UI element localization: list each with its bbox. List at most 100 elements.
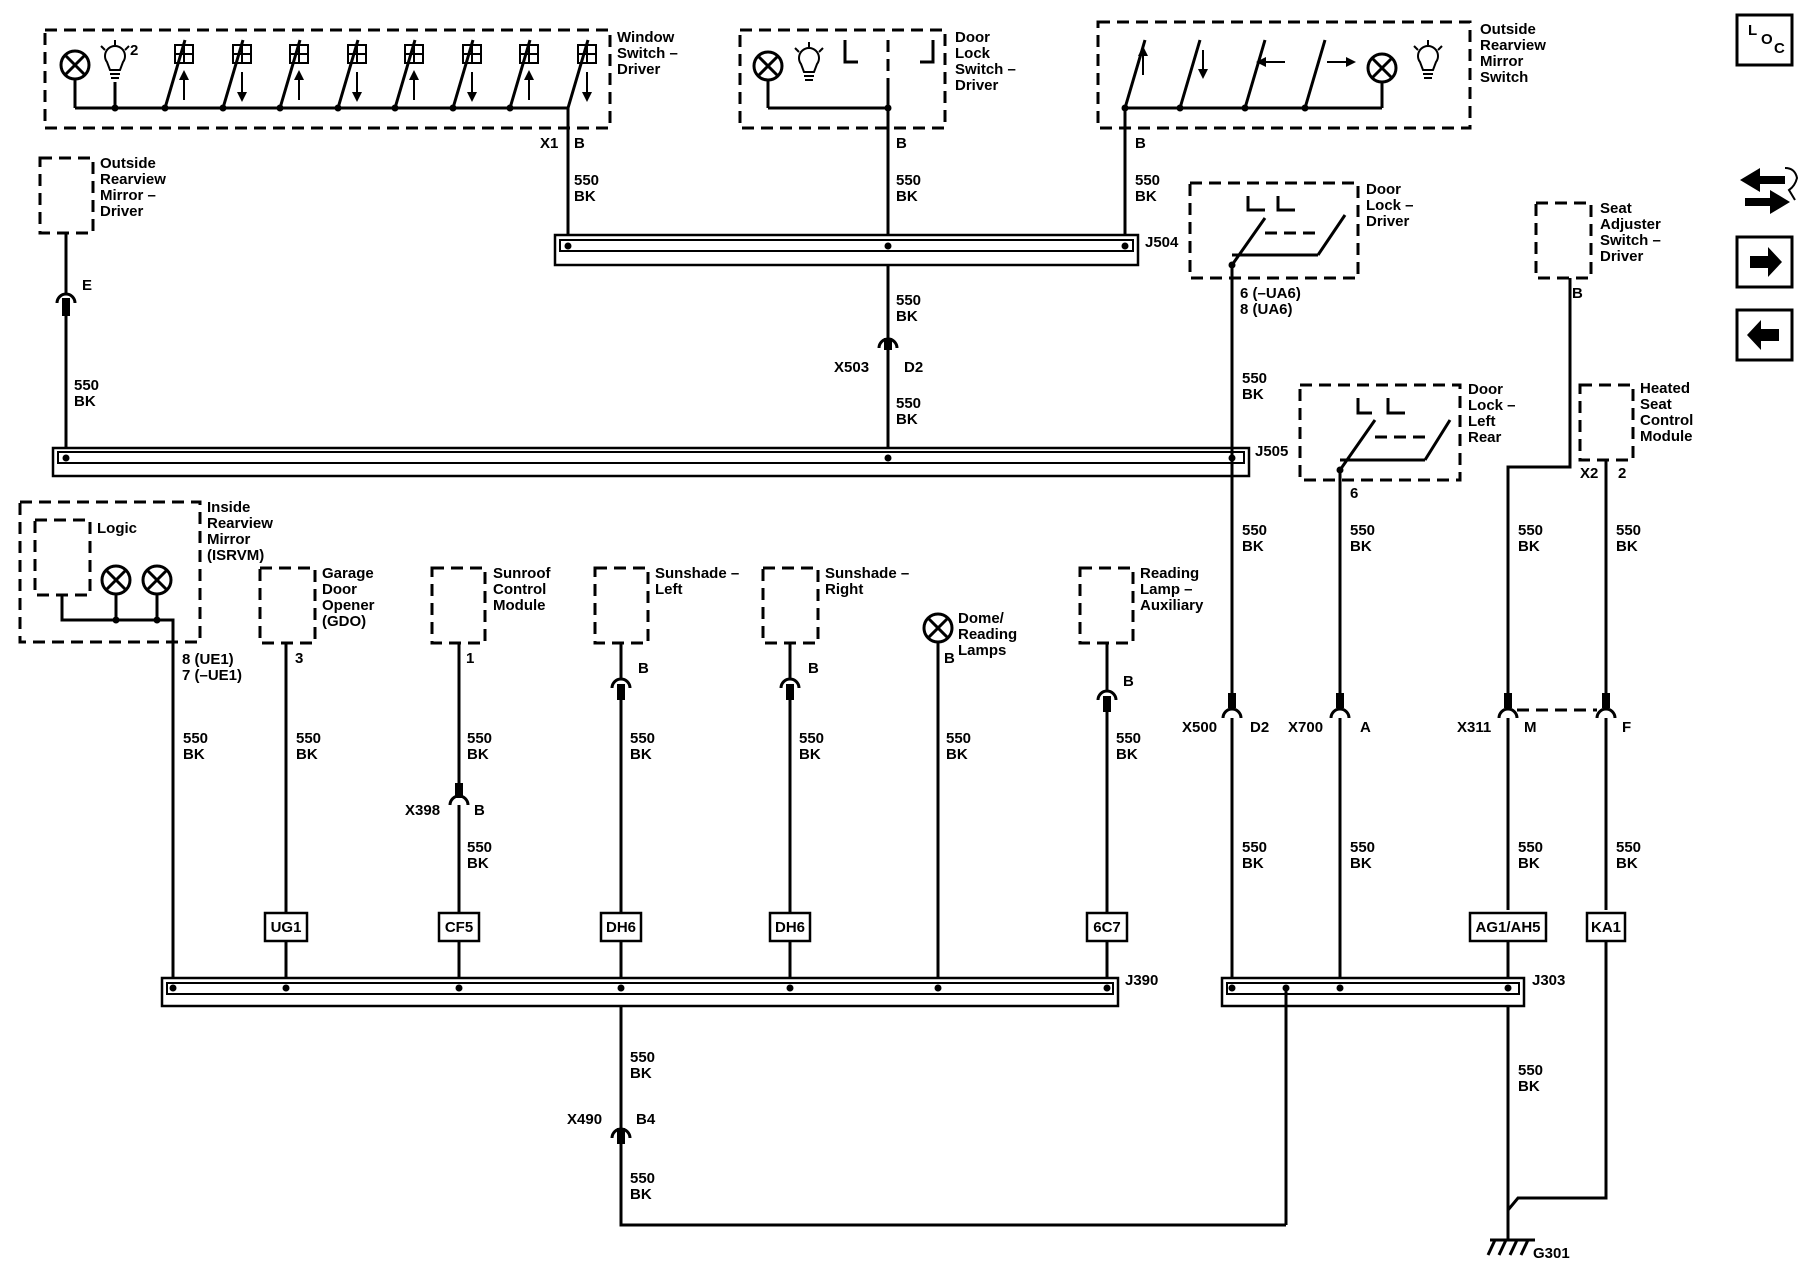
outside-mirror-switch: Outside Rearview Mirror Switch B	[1096, 20, 1550, 152]
svg-text:550: 550	[630, 1170, 655, 1187]
arrow-left-icon[interactable]	[1735, 308, 1794, 362]
svg-text:C: C	[1774, 40, 1785, 57]
svg-text:550: 550	[1135, 172, 1160, 189]
box-ug1: UG1	[263, 911, 309, 943]
svg-text:BK: BK	[946, 746, 968, 763]
svg-text:X500: X500	[1182, 719, 1217, 736]
svg-text:BK: BK	[574, 188, 596, 205]
svg-text:550: 550	[1616, 522, 1641, 539]
svg-text:CF5: CF5	[445, 919, 473, 936]
svg-text:B: B	[808, 660, 819, 677]
sunroof-label: Sunroof Control Module	[493, 565, 555, 614]
svg-text:BK: BK	[1616, 538, 1638, 555]
svg-text:BK: BK	[1518, 1078, 1540, 1095]
mirror-switch-pin: B	[1135, 135, 1146, 152]
wrench-arrow-icon[interactable]	[1740, 167, 1799, 214]
svg-text:550: 550	[183, 730, 208, 747]
svg-text:550: 550	[630, 730, 655, 747]
svg-text:D2: D2	[1250, 719, 1269, 736]
sunshade-right-connector	[779, 677, 801, 700]
seat-adjuster-switch: Seat Adjuster Switch – Driver B	[1534, 200, 1661, 302]
mirror-switch-label: Outside Rearview Mirror Switch	[1480, 21, 1550, 86]
sunshade-left-connector	[610, 677, 632, 700]
door-lock-driver-label: Door Lock – Driver	[1366, 181, 1418, 230]
svg-text:BK: BK	[896, 308, 918, 325]
bulb-icon	[794, 42, 824, 81]
svg-text:Logic: Logic	[97, 520, 137, 537]
door-lock-switch-label: Door Lock Switch – Driver	[955, 29, 1020, 94]
bulb-icon	[1413, 40, 1443, 79]
connector-x311: X311 M F	[1457, 693, 1631, 736]
sunroof-control-module: Sunroof Control Module 1	[430, 565, 555, 667]
svg-text:B: B	[1123, 673, 1134, 690]
svg-text:X311: X311	[1457, 719, 1491, 736]
reading-aux-connector	[1096, 689, 1118, 712]
sunshade-left: Sunshade – Left B	[593, 565, 743, 677]
connector-x500: X500 D2	[1182, 693, 1269, 736]
svg-text:550: 550	[1350, 839, 1375, 856]
splice-j504: J504	[553, 233, 1179, 267]
splice-j303: J303	[1220, 972, 1565, 1008]
window-pin-label: B	[574, 135, 585, 152]
connector-x503: X503 D2	[834, 337, 923, 376]
window-bus-dots	[111, 104, 514, 112]
svg-text:3: 3	[295, 650, 303, 667]
box-dh6-right: DH6	[768, 911, 812, 943]
svg-text:BK: BK	[1242, 538, 1264, 555]
window-lamp-number: 2	[130, 42, 138, 59]
svg-text:BK: BK	[896, 411, 918, 428]
svg-text:B: B	[638, 660, 649, 677]
isrvm-pins: 8 (UE1) 7 (–UE1)	[182, 651, 242, 684]
heated-seat-control-module: Heated Seat Control Module X2 2	[1578, 380, 1693, 482]
svg-text:BK: BK	[630, 746, 652, 763]
svg-text:J504: J504	[1145, 234, 1179, 251]
arrow-right-icon[interactable]	[1735, 235, 1794, 289]
svg-text:M: M	[1524, 719, 1537, 736]
door-lock-left-rear: Door Lock – Left Rear 6	[1298, 381, 1516, 502]
window-switch-driver: 2	[43, 28, 682, 152]
svg-text:B: B	[1572, 285, 1583, 302]
sunshade-left-label: Sunshade – Left	[655, 565, 743, 598]
splice-j505: J505	[51, 443, 1288, 478]
svg-text:550: 550	[946, 730, 971, 747]
svg-text:BK: BK	[799, 746, 821, 763]
svg-text:BK: BK	[630, 1186, 652, 1203]
svg-text:2: 2	[1618, 465, 1626, 482]
svg-text:550: 550	[896, 292, 921, 309]
bulb-icon	[100, 40, 130, 79]
svg-text:550: 550	[74, 377, 99, 394]
isrvm-label: Inside Rearview Mirror (ISRVM)	[207, 499, 277, 564]
garage-door-opener: Garage Door Opener (GDO) 3	[258, 565, 379, 667]
svg-text:550: 550	[896, 395, 921, 412]
svg-text:BK: BK	[1350, 538, 1372, 555]
gdo-label: Garage Door Opener (GDO)	[322, 565, 379, 630]
box-6c7: 6C7	[1085, 911, 1129, 943]
door-lock-driver-pins: 6 (–UA6) 8 (UA6)	[1240, 285, 1305, 318]
svg-text:L: L	[1748, 22, 1757, 39]
window-switch-label: Window Switch – Driver	[617, 29, 682, 78]
svg-text:550: 550	[467, 730, 492, 747]
loc-button[interactable]: L O C	[1735, 13, 1794, 67]
svg-text:BK: BK	[183, 746, 205, 763]
svg-text:X2: X2	[1580, 465, 1598, 482]
svg-text:AG1/AH5: AG1/AH5	[1475, 919, 1540, 936]
inside-rearview-mirror: Logic Inside Rearview Mirror (ISRVM) 8 (…	[18, 499, 277, 684]
svg-text:X490: X490	[567, 1111, 602, 1128]
box-ag1-ah5: AG1/AH5	[1468, 911, 1548, 943]
svg-text:BK: BK	[1242, 386, 1264, 403]
svg-text:6C7: 6C7	[1093, 919, 1121, 936]
svg-text:X398: X398	[405, 802, 440, 819]
svg-text:BK: BK	[1518, 855, 1540, 872]
svg-text:KA1: KA1	[1591, 919, 1621, 936]
svg-text:DH6: DH6	[775, 919, 805, 936]
svg-text:BK: BK	[296, 746, 318, 763]
window-x1-label: X1	[540, 135, 558, 152]
svg-text:B4: B4	[636, 1111, 656, 1128]
svg-text:BK: BK	[1616, 855, 1638, 872]
svg-text:550: 550	[1616, 839, 1641, 856]
svg-text:550: 550	[896, 172, 921, 189]
reading-aux-label: Reading Lamp – Auxiliary	[1140, 565, 1204, 614]
